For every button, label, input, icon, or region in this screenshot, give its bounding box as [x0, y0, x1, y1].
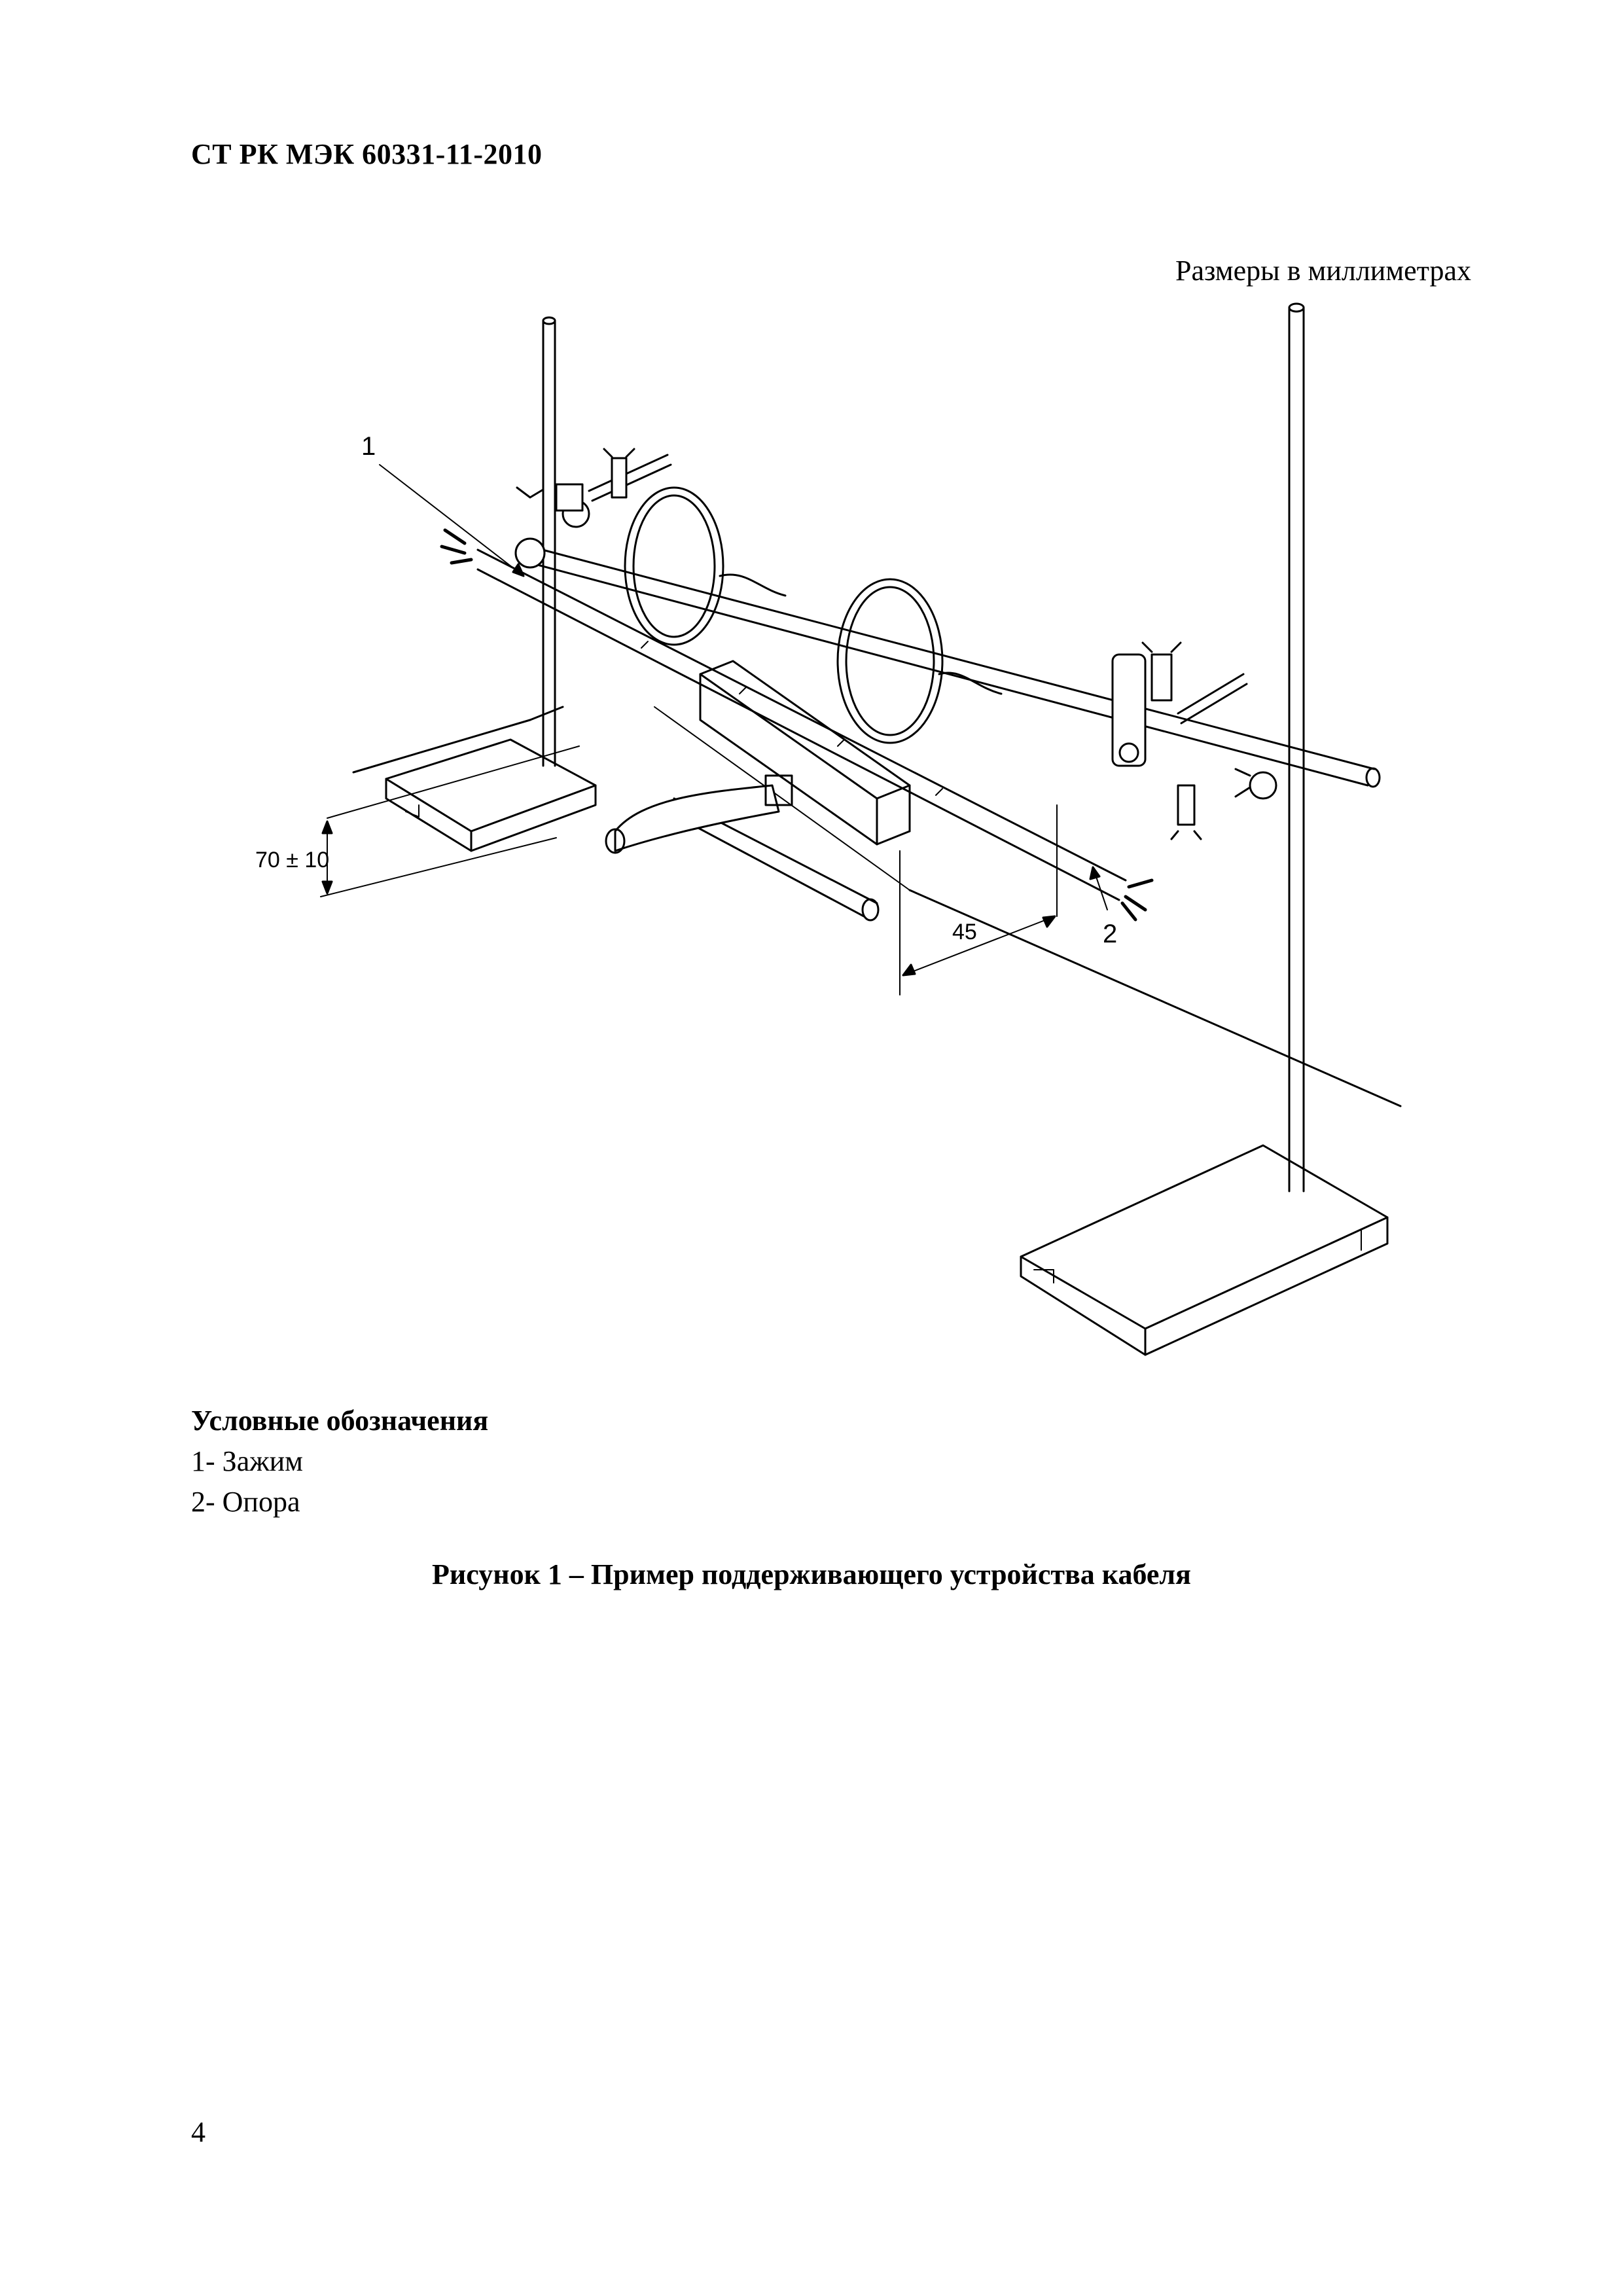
legend: Условные обозначения 1- Зажим 2- Опора	[191, 1401, 488, 1522]
page-number: 4	[191, 2116, 205, 2148]
dimension-height-label: 70 ± 10	[255, 848, 329, 872]
support-rings	[624, 486, 1003, 744]
left-clamp	[514, 448, 672, 569]
callout-2-leader	[1089, 866, 1108, 910]
left-stand-rod	[542, 316, 556, 767]
cable-support-figure: 70 ± 10 45 1 2	[255, 302, 1402, 1356]
burner-tube	[605, 774, 880, 922]
callout-1-label: 1	[361, 432, 376, 461]
document-header: СТ РК МЭК 60331-11-2010	[191, 138, 543, 170]
units-note: Размеры в миллиметрах	[1175, 255, 1471, 287]
right-stand-base	[1020, 1144, 1389, 1356]
legend-title: Условные обозначения	[191, 1405, 489, 1437]
cable	[440, 528, 1154, 922]
legend-item: 1- Зажим	[191, 1445, 304, 1477]
dimension-height	[320, 745, 580, 897]
left-stand-base	[385, 738, 597, 852]
figure-caption: Рисунок 1 – Пример поддерживающего устро…	[432, 1558, 1191, 1590]
legend-item: 2- Опора	[191, 1486, 300, 1518]
callout-2-label: 2	[1103, 920, 1117, 948]
horizontal-bar	[529, 545, 1381, 788]
right-clamp	[1111, 641, 1277, 840]
callout-1-leader	[379, 464, 525, 577]
dimension-offset	[899, 804, 1058, 996]
floor-lines	[352, 706, 1402, 1107]
dimension-offset-label: 45	[952, 920, 977, 944]
